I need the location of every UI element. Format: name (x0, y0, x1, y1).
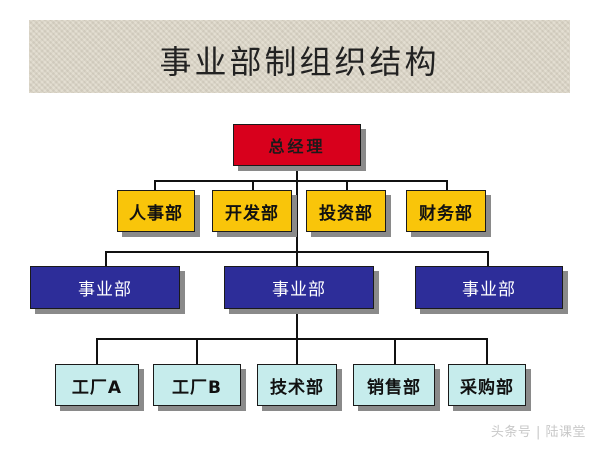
connector-unit-drop-1 (96, 338, 98, 364)
division-box: 事业部 (224, 266, 374, 309)
division-box: 事业部 (30, 266, 180, 309)
unit-box: 技术部 (257, 364, 337, 406)
connector-unit-drop-4 (394, 338, 396, 364)
department-box: 投资部 (306, 190, 386, 232)
connector-division-drop-3 (487, 251, 489, 266)
unit-box: 采购部 (448, 364, 526, 406)
connector-division-bar (105, 251, 489, 253)
connector-unit-bar (96, 338, 488, 340)
connector-dept-bar (154, 180, 448, 182)
connector-trunk-main (296, 182, 298, 266)
connector-division-drop-1 (105, 251, 107, 266)
department-box: 财务部 (406, 190, 486, 232)
unit-box: 销售部 (353, 364, 435, 406)
connector-unit-drop-2 (196, 338, 198, 364)
unit-box: 工厂B (153, 364, 241, 406)
watermark: 头条号 | 陆课堂 (490, 425, 586, 440)
connector-dept-drop-2 (252, 180, 254, 190)
connector-trunk-lower (296, 309, 298, 340)
connector-unit-drop-3 (296, 338, 298, 364)
title-banner: 事业部制组织结构 (29, 20, 570, 93)
general-manager-box: 总经理 (233, 124, 361, 166)
connector-dept-drop-1 (154, 180, 156, 190)
connector-trunk-gm (296, 166, 298, 182)
connector-dept-drop-4 (446, 180, 448, 190)
connector-dept-drop-3 (346, 180, 348, 190)
diagram-title: 事业部制组织结构 (159, 43, 440, 81)
division-box: 事业部 (415, 266, 563, 309)
unit-box: 工厂A (55, 364, 139, 406)
connector-unit-drop-5 (486, 338, 488, 364)
department-box: 人事部 (117, 190, 195, 232)
department-box: 开发部 (212, 190, 292, 232)
